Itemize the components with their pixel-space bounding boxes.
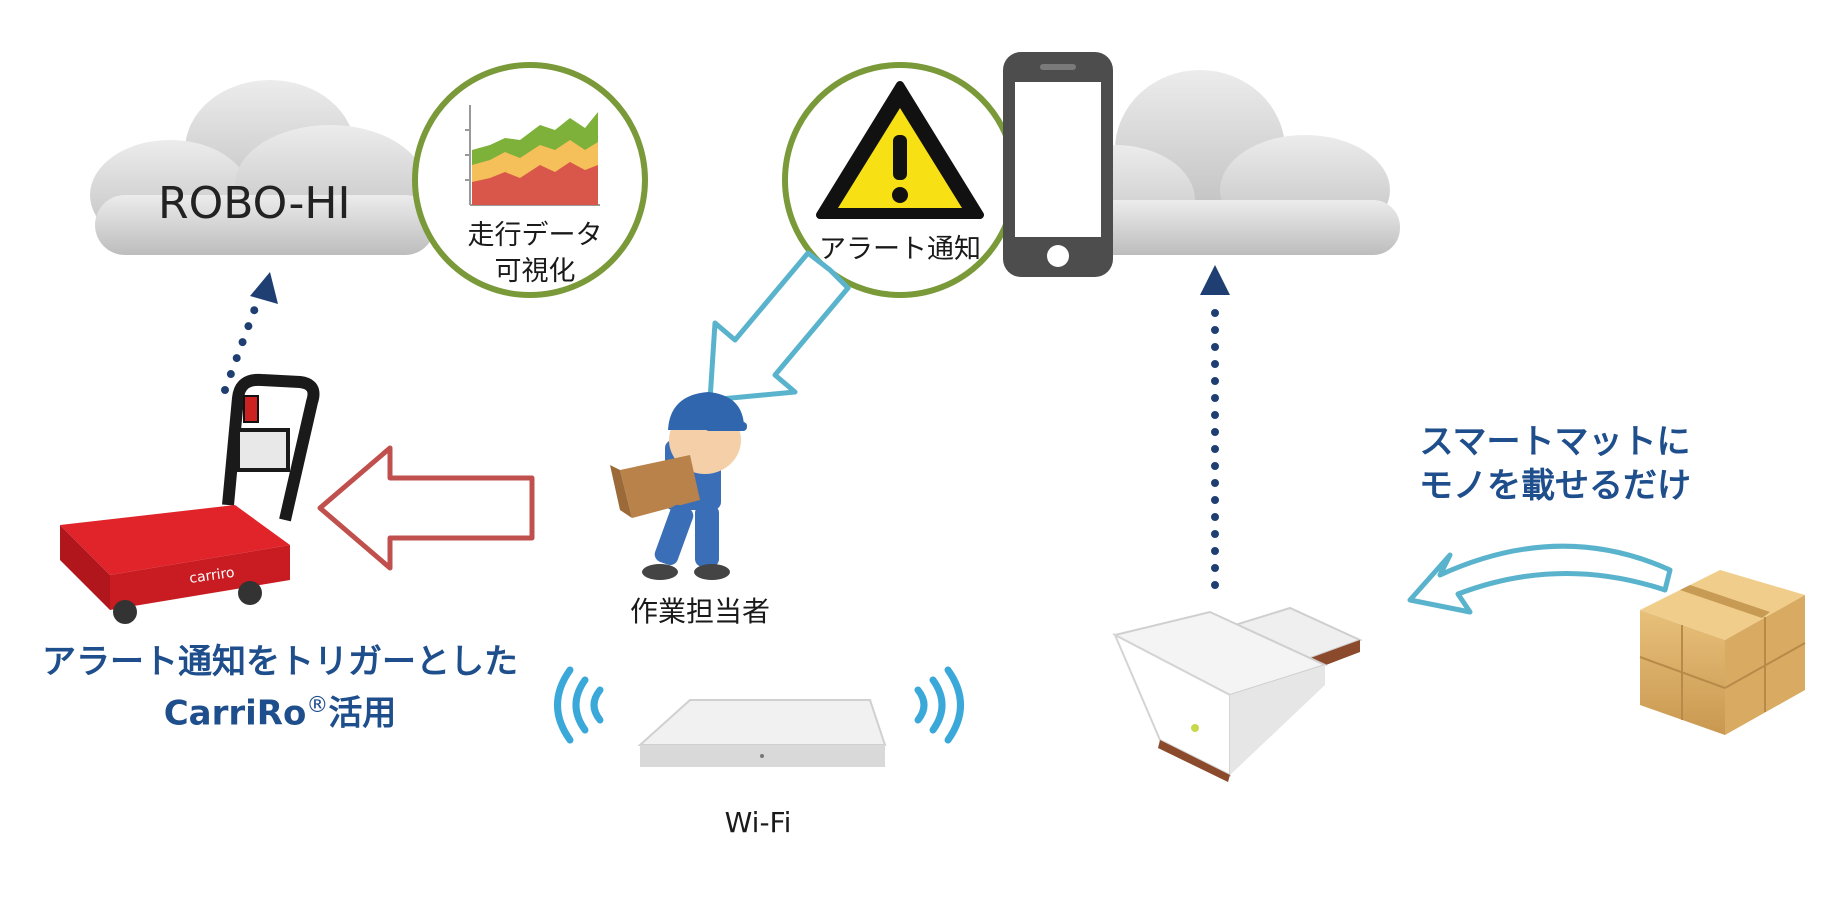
area-chart-circle xyxy=(412,62,648,298)
smartmat-headline: スマートマットに モノを載せるだけ xyxy=(1419,420,1691,508)
svg-text:carriro: carriro xyxy=(188,565,235,587)
cardboard-box-icon xyxy=(1639,570,1806,735)
carriro-cart-icon: carriro xyxy=(60,373,320,624)
worker-carrying-box-icon xyxy=(610,392,747,580)
red-arrow-to-cart xyxy=(317,445,535,571)
teal-arrow-alert-to-worker xyxy=(707,250,851,403)
warning-icon xyxy=(816,81,984,219)
smartmat-line2: モノを載せるだけ xyxy=(1419,466,1691,506)
teal-arrow-box-to-mat xyxy=(1407,543,1673,615)
wifi-waves-left xyxy=(554,666,604,744)
carriro-headline: アラート通知をトリガーとした CarriRo®活用 xyxy=(42,640,518,735)
area-chart-icon xyxy=(465,105,600,206)
wifi-waves-right xyxy=(914,666,964,744)
viz-circle-line2: 可視化 xyxy=(494,256,576,287)
alert-circle-label: アラート通知 xyxy=(819,234,981,265)
cloud-left xyxy=(90,80,435,255)
wifi-access-point-icon xyxy=(637,699,887,767)
cloud-left-title: ROBO-HI xyxy=(158,178,351,229)
carriro-line2-suffix: 活用 xyxy=(328,693,397,734)
worker-label: 作業担当者 xyxy=(629,595,771,628)
carriro-registered-mark: ® xyxy=(306,693,329,718)
wifi-label: Wi-Fi xyxy=(724,806,792,839)
carriro-line1: アラート通知をトリガーとした xyxy=(42,642,518,682)
viz-circle-label: 走行データ 可視化 xyxy=(468,218,603,290)
smartphone-icon xyxy=(1003,52,1113,277)
smartmat-line1: スマートマットに xyxy=(1419,422,1691,462)
alert-circle xyxy=(782,62,1018,298)
viz-circle-line1: 走行データ xyxy=(467,220,603,251)
smart-mat-icon xyxy=(1112,606,1363,782)
carriro-line2-name: CarriRo xyxy=(163,693,307,734)
dotted-arrow-mat-to-cloud xyxy=(1200,265,1230,589)
carriro-line2: CarriRo®活用 xyxy=(42,684,518,735)
dotted-arrow-cart-to-cloud xyxy=(221,272,278,394)
